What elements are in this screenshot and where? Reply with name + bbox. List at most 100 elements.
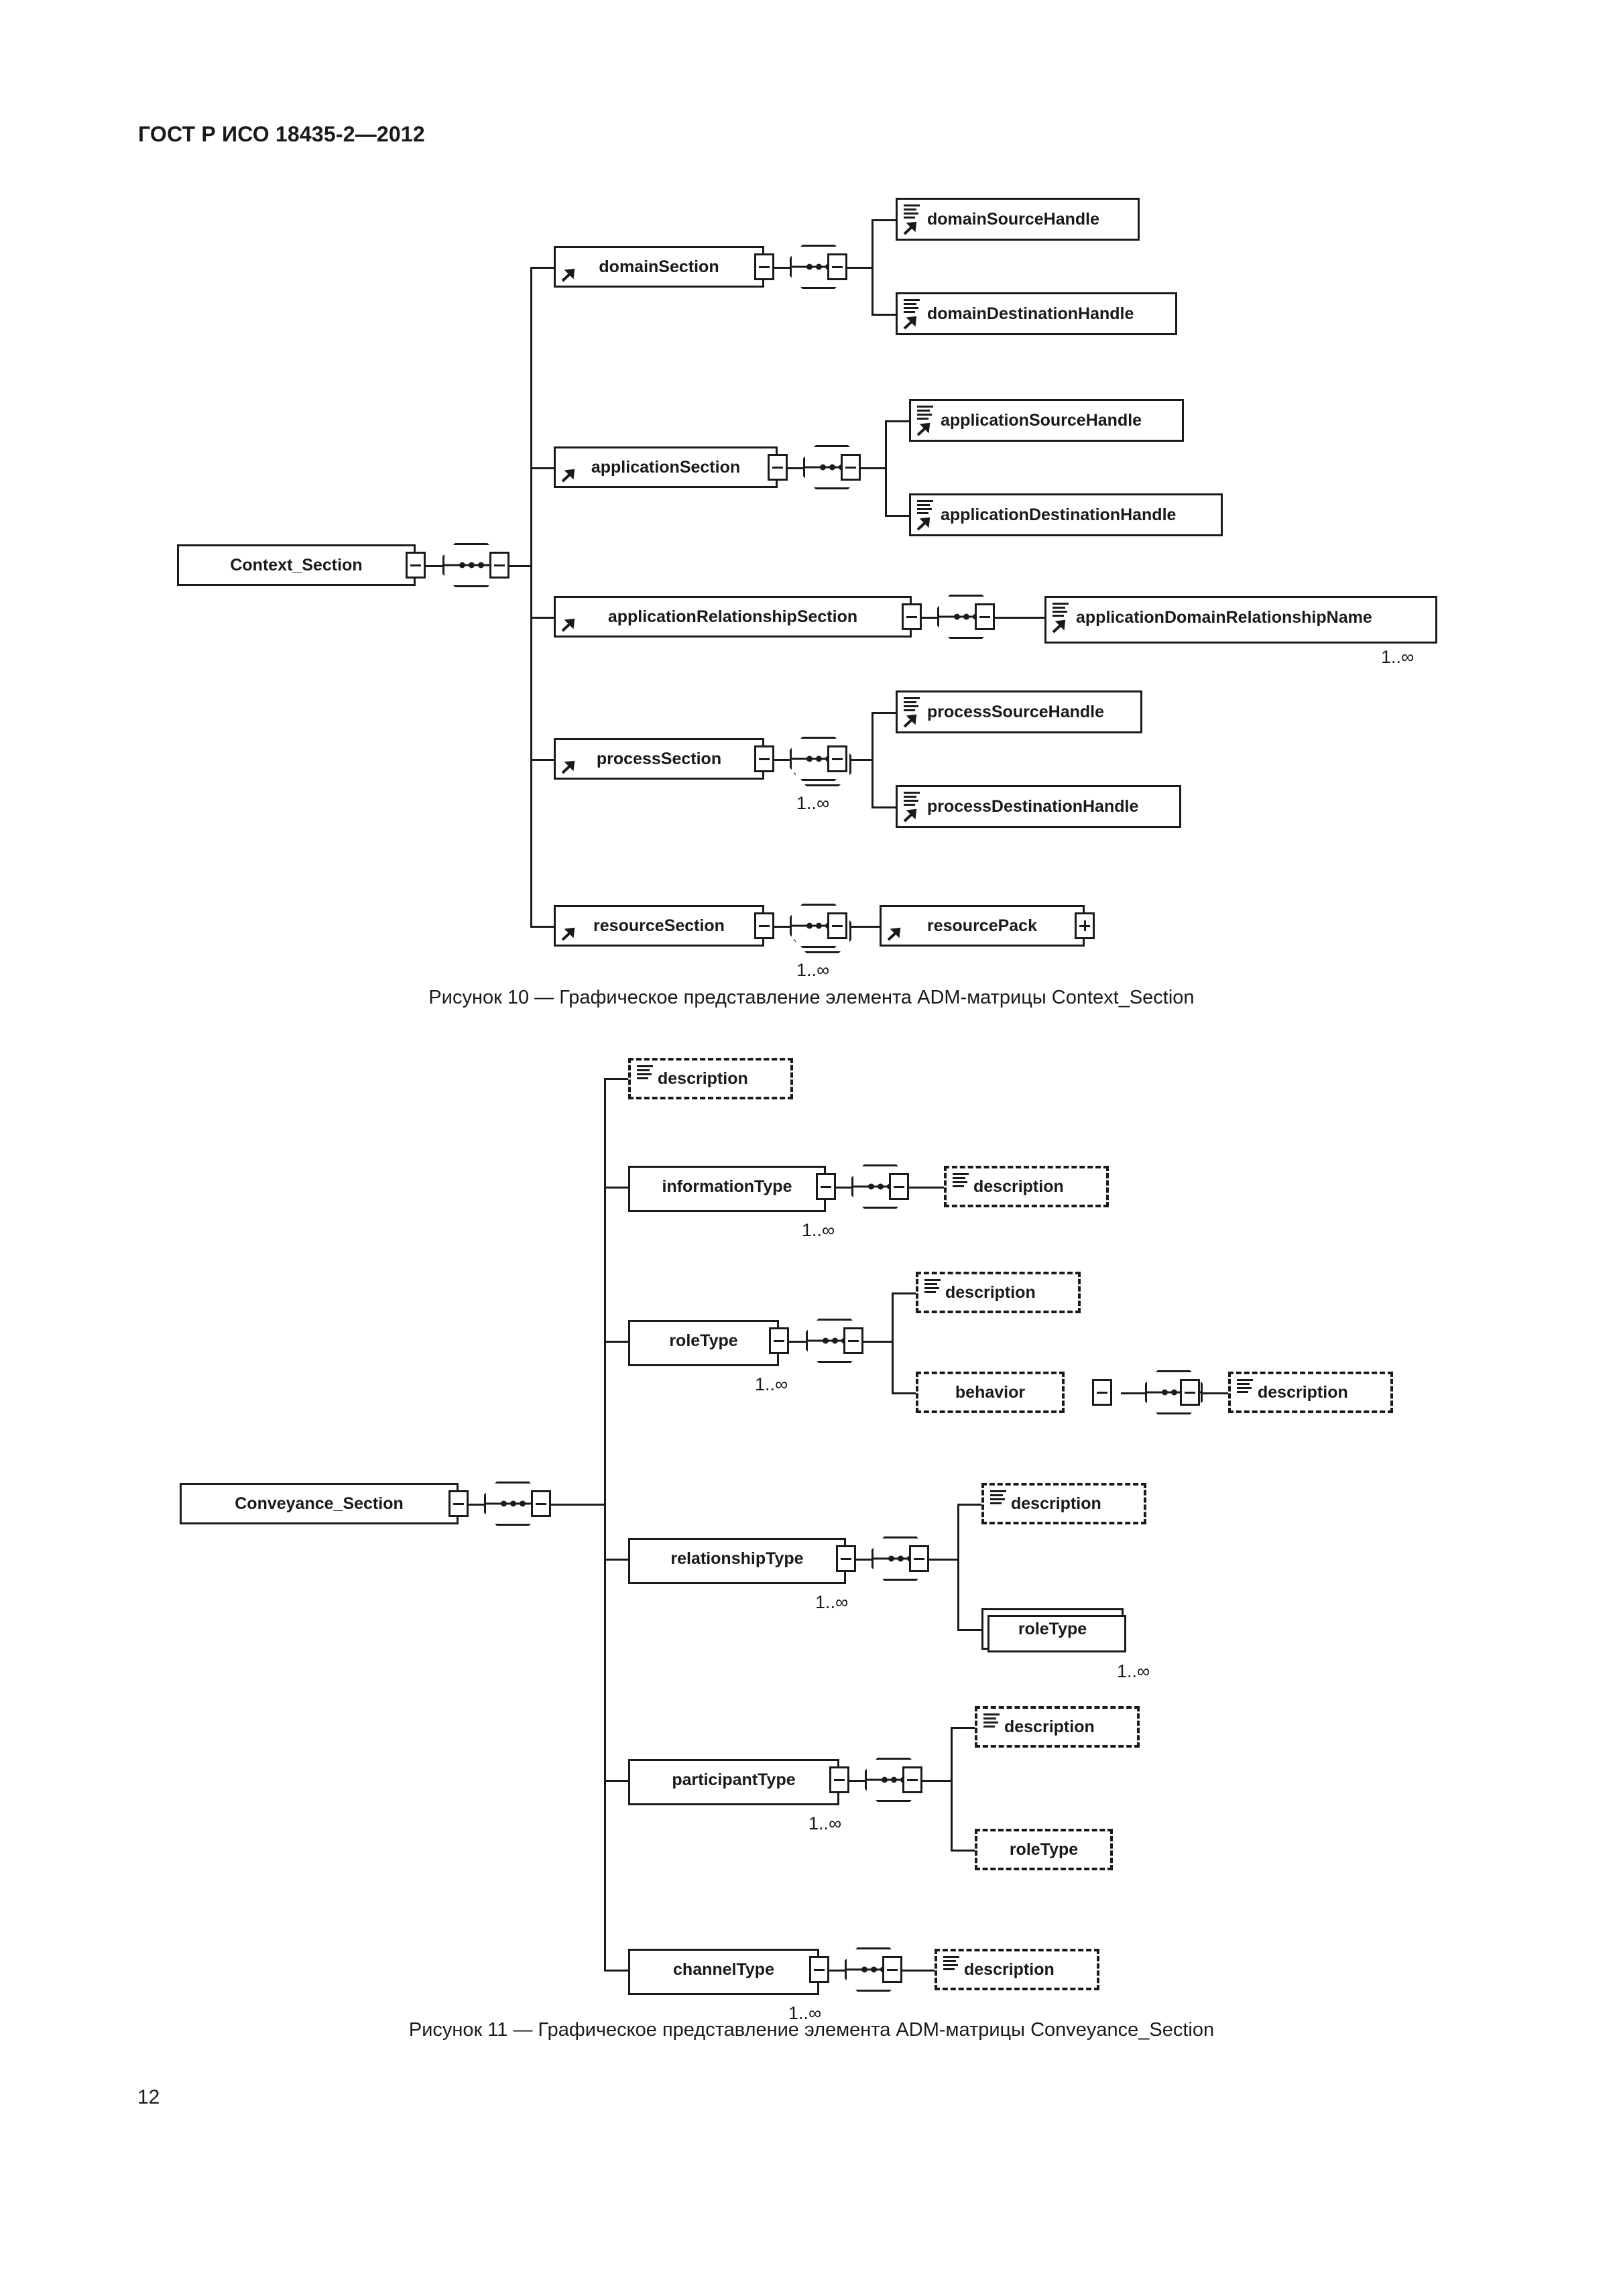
connector-line: [604, 1078, 628, 1080]
node-label: applicationDomainRelationshipName: [1076, 607, 1372, 627]
node-label: description: [973, 1176, 1064, 1196]
connector-line: [909, 1187, 944, 1189]
collapse-toggle-resource-section[interactable]: [754, 912, 774, 939]
node-relationship-type[interactable]: relationshipType: [628, 1538, 846, 1584]
collapse-toggle-participant-type-compositor[interactable]: [902, 1766, 922, 1793]
node-label: description: [945, 1282, 1036, 1302]
node-label: description: [1011, 1494, 1101, 1513]
cardinality-role-type: 1..∞: [755, 1374, 788, 1394]
node-label: processSourceHandle: [927, 702, 1104, 721]
node-application-section[interactable]: applicationSection: [554, 446, 778, 488]
expand-toggle-resource-pack[interactable]: [1075, 912, 1095, 939]
node-relationship-type-role-type[interactable]: roleType: [981, 1608, 1126, 1652]
node-label: processDestinationHandle: [927, 796, 1139, 816]
node-resource-section[interactable]: resourceSection: [554, 905, 764, 947]
node-relationship-type-description[interactable]: description: [981, 1483, 1146, 1524]
node-resource-pack[interactable]: resourcePack: [880, 905, 1085, 947]
connector-branch: [892, 1292, 894, 1394]
collapse-toggle-behavior[interactable]: [1092, 1379, 1112, 1406]
connector-line: [922, 1780, 951, 1782]
connector-line: [604, 1970, 628, 1972]
reference-arrow-icon: [560, 467, 578, 483]
collapse-toggle-application-relationship-section[interactable]: [902, 603, 922, 630]
text-lines-icon: [924, 1279, 941, 1294]
text-lines-icon: [990, 1490, 1006, 1505]
connector-line: [912, 617, 937, 619]
connector-line: [779, 1341, 806, 1343]
node-role-type[interactable]: roleType: [628, 1320, 779, 1366]
collapse-toggle-domain-compositor[interactable]: [827, 253, 847, 280]
connector-line: [509, 565, 532, 567]
node-label: Context_Section: [230, 555, 363, 575]
node-behavior[interactable]: behavior: [916, 1372, 1065, 1413]
node-application-destination-handle[interactable]: applicationDestinationHandle: [909, 493, 1223, 536]
connector-line: [995, 617, 1044, 619]
collapse-toggle-channel-type-compositor[interactable]: [882, 1956, 902, 1983]
collapse-toggle-application-compositor[interactable]: [841, 454, 861, 481]
connector-line: [530, 267, 554, 269]
collapse-toggle-process-section[interactable]: [754, 745, 774, 772]
node-application-relationship-section[interactable]: applicationRelationshipSection: [554, 596, 912, 638]
node-process-destination-handle[interactable]: processDestinationHandle: [896, 785, 1181, 828]
collapse-toggle-role-type[interactable]: [769, 1327, 789, 1354]
connector-line: [530, 617, 554, 619]
connector-line: [819, 1970, 845, 1972]
node-behavior-description[interactable]: description: [1228, 1372, 1393, 1413]
collapse-toggle-conveyance-compositor[interactable]: [531, 1490, 551, 1517]
sequence-compositor[interactable]: [484, 1482, 542, 1526]
connector-line: [764, 759, 790, 761]
node-process-source-handle[interactable]: processSourceHandle: [896, 690, 1142, 733]
collapse-toggle-conveyance-section[interactable]: [448, 1490, 469, 1517]
collapse-toggle-resource-compositor[interactable]: [827, 912, 847, 939]
collapse-toggle-application-section[interactable]: [768, 454, 788, 481]
node-domain-source-handle[interactable]: domainSourceHandle: [896, 198, 1140, 241]
node-application-source-handle[interactable]: applicationSourceHandle: [909, 399, 1184, 442]
node-information-type-description[interactable]: description: [944, 1166, 1109, 1207]
node-participant-type-description[interactable]: description: [975, 1706, 1140, 1748]
collapse-toggle-relationship-type-compositor[interactable]: [909, 1545, 929, 1572]
collapse-toggle-role-type-compositor[interactable]: [843, 1327, 863, 1354]
collapse-toggle-process-compositor[interactable]: [827, 745, 847, 772]
collapse-toggle-participant-type[interactable]: [829, 1766, 849, 1793]
node-label: roleType: [1018, 1619, 1087, 1638]
compositor-dots-icon: [442, 562, 500, 568]
node-application-domain-relationship-name[interactable]: applicationDomainRelationshipName: [1044, 596, 1437, 644]
collapse-toggle-context-section[interactable]: [406, 552, 426, 579]
node-label: resourceSection: [593, 916, 725, 935]
connector-line: [861, 467, 885, 469]
node-channel-type-description[interactable]: description: [935, 1949, 1099, 1990]
text-lines-icon: [917, 500, 933, 515]
node-process-section[interactable]: processSection: [554, 738, 764, 780]
collapse-toggle-channel-type[interactable]: [809, 1956, 829, 1983]
reference-arrow-icon: [560, 617, 578, 633]
collapse-toggle-behavior-compositor[interactable]: [1180, 1379, 1200, 1406]
text-lines-icon: [904, 204, 920, 219]
node-channel-type[interactable]: channelType: [628, 1949, 819, 1995]
node-label: processSection: [596, 749, 722, 768]
figure-11-caption: Рисунок 11 — Графическое представление э…: [408, 2019, 1215, 2041]
reference-arrow-icon: [902, 807, 920, 823]
reference-arrow-icon: [560, 759, 578, 775]
collapse-toggle-application-relationship-compositor[interactable]: [975, 603, 995, 630]
collapse-toggle-information-type[interactable]: [816, 1173, 836, 1200]
connector-line: [764, 926, 790, 928]
node-participant-type[interactable]: participantType: [628, 1759, 839, 1805]
node-description[interactable]: description: [628, 1058, 793, 1099]
collapse-toggle-context-compositor[interactable]: [489, 552, 509, 579]
sequence-compositor-repeating[interactable]: [790, 737, 847, 781]
connector-line: [951, 1850, 975, 1852]
node-context-section[interactable]: Context_Section: [177, 544, 416, 586]
collapse-toggle-relationship-type[interactable]: [836, 1545, 856, 1572]
node-domain-destination-handle[interactable]: domainDestinationHandle: [896, 292, 1177, 335]
connector-line: [764, 267, 790, 269]
node-participant-type-role-type[interactable]: roleType: [975, 1829, 1113, 1870]
collapse-toggle-domain-section[interactable]: [754, 253, 774, 280]
node-conveyance-section[interactable]: Conveyance_Section: [180, 1483, 459, 1524]
cardinality-participant-type: 1..∞: [808, 1813, 842, 1833]
collapse-toggle-information-type-compositor[interactable]: [889, 1173, 909, 1200]
node-role-type-description[interactable]: description: [916, 1272, 1081, 1313]
connector-line: [847, 926, 880, 928]
node-domain-section[interactable]: domainSection: [554, 246, 764, 288]
cardinality-application-domain-relationship-name: 1..∞: [1381, 647, 1415, 667]
node-information-type[interactable]: informationType: [628, 1166, 826, 1212]
